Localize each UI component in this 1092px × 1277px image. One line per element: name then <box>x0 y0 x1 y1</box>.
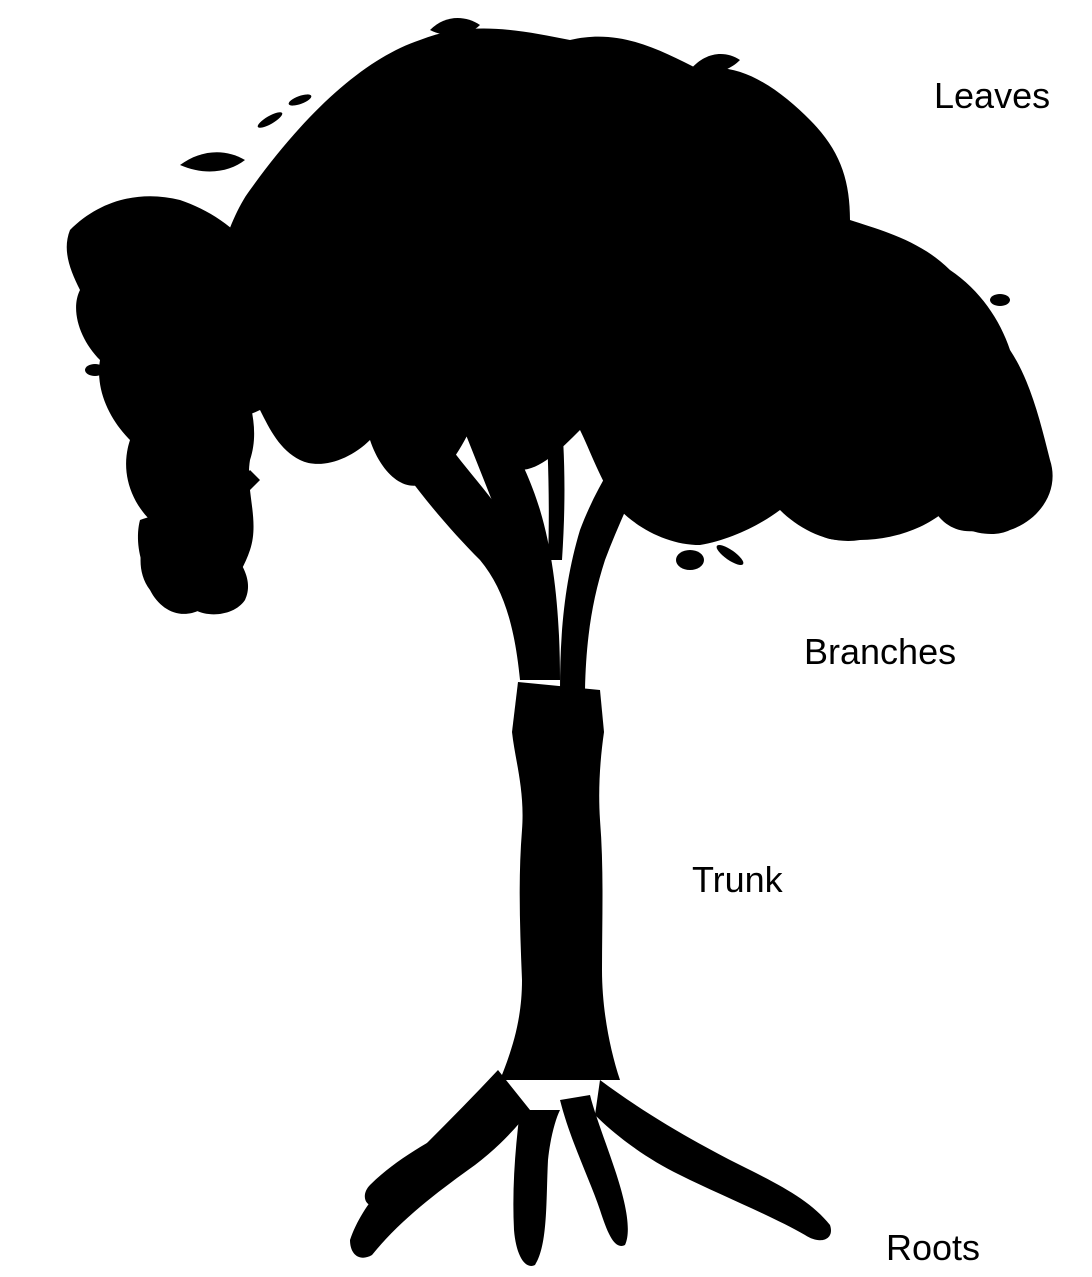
label-branches: Branches <box>804 634 956 670</box>
trunk <box>500 682 620 1080</box>
roots <box>350 1070 831 1266</box>
label-leaves: Leaves <box>934 78 1050 114</box>
label-roots: Roots <box>886 1230 980 1266</box>
label-trunk: Trunk <box>692 862 783 898</box>
